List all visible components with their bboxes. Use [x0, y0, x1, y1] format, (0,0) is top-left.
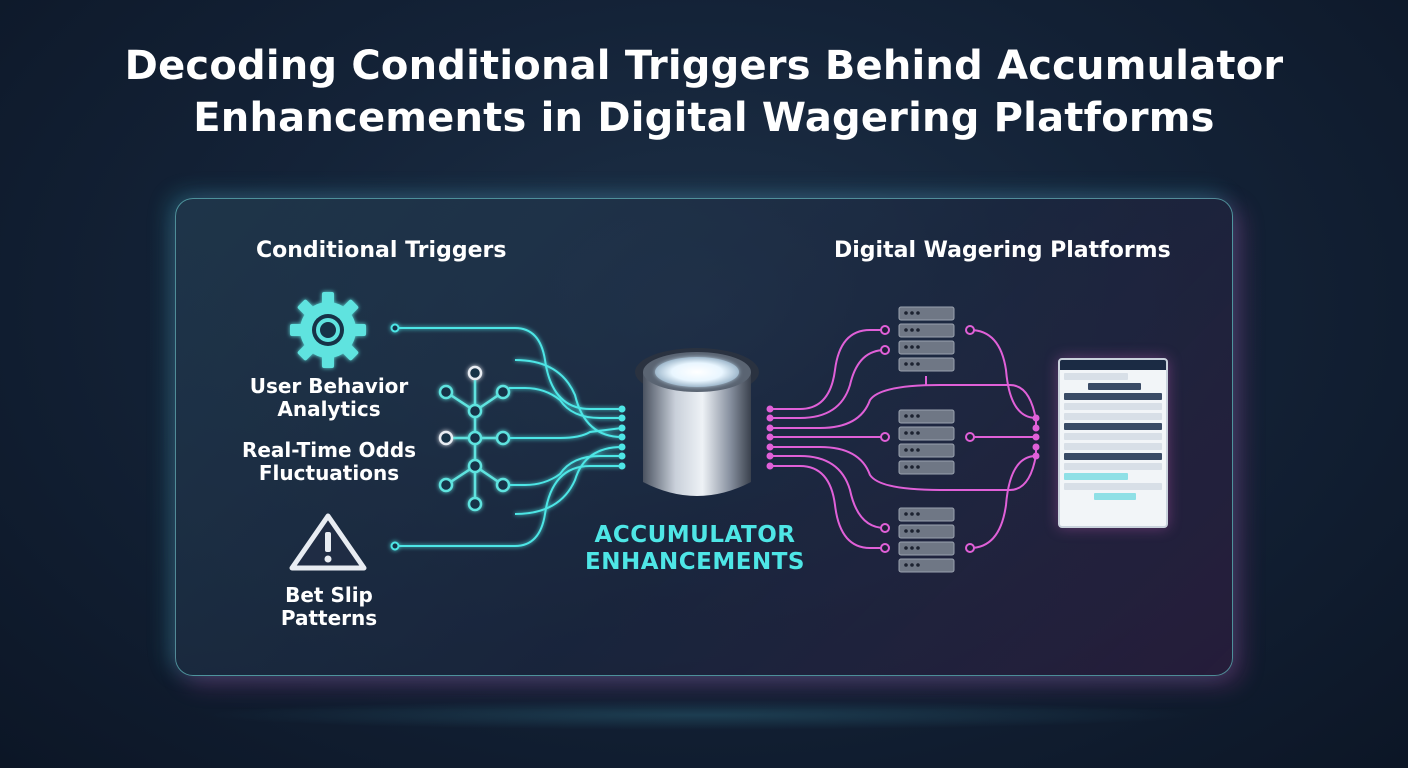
bet-slip-patterns-label: Bet Slip Patterns	[280, 583, 378, 630]
platform-end-rings	[880, 325, 975, 553]
platform-connection-dots	[766, 405, 1040, 470]
betting-screen-icon	[1058, 358, 1168, 528]
device-row	[1064, 453, 1162, 460]
real-time-odds-fluctuations-label: Real-Time Odds Fluctuations	[241, 438, 417, 485]
server-rack-icon	[898, 507, 955, 573]
device-row	[1064, 443, 1162, 450]
device-header-bar	[1060, 360, 1166, 370]
device-row	[1064, 403, 1162, 410]
device-row	[1088, 383, 1141, 390]
floor-glow	[200, 700, 1200, 730]
device-row	[1064, 413, 1162, 420]
page-title: Decoding Conditional Triggers Behind Acc…	[124, 43, 1284, 141]
warning-triangle-icon	[289, 513, 367, 571]
diagram-panel	[175, 198, 1233, 676]
device-row	[1064, 373, 1128, 380]
trigger-connection-dots	[618, 405, 626, 470]
server-rack-icon	[898, 409, 955, 475]
device-button	[1094, 493, 1137, 500]
trigger-connection-lines	[390, 323, 623, 551]
gear-icon	[290, 292, 366, 368]
network-tree-icon	[438, 365, 511, 512]
device-row	[1064, 423, 1162, 430]
user-behavior-analytics-label: User Behavior Analytics	[249, 374, 409, 421]
conditional-triggers-title: Conditional Triggers	[256, 238, 507, 263]
device-row	[1064, 473, 1128, 480]
platform-connection-lines	[770, 329, 1037, 549]
accumulator-enhancements-label: ACCUMULATOR ENHANCEMENTS	[585, 522, 805, 575]
server-rack-icon	[898, 306, 955, 372]
database-cylinder-icon	[635, 348, 759, 496]
digital-wagering-platforms-title: Digital Wagering Platforms	[834, 238, 1171, 263]
device-row	[1064, 433, 1162, 440]
device-row	[1064, 463, 1162, 470]
device-row	[1064, 483, 1162, 490]
device-row	[1064, 393, 1162, 400]
